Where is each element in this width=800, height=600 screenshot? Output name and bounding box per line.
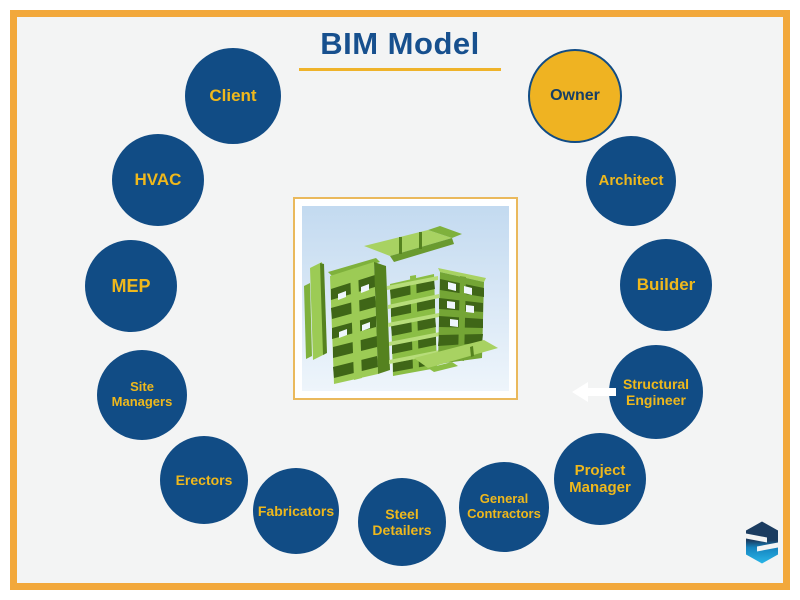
role-label-mep: MEP: [111, 275, 151, 296]
role-circle-structural-engineer: Structural Engineer: [609, 345, 703, 439]
page-title: BIM Model: [320, 26, 480, 61]
role-label-general-contractors: General Contractors: [467, 491, 541, 521]
building-model-icon: [302, 206, 509, 391]
role-label-site-managers: Site Managers: [111, 379, 173, 409]
s-hexagon-logo-icon: [746, 521, 778, 564]
left-arrow-icon: [572, 382, 616, 402]
role-circle-erectors: Erectors: [160, 436, 248, 524]
role-label-architect: Architect: [598, 172, 664, 190]
role-circle-owner: Owner: [528, 49, 622, 143]
role-circle-client: Client: [185, 48, 281, 144]
role-circle-mep: MEP: [85, 240, 177, 332]
title-underline: [299, 68, 501, 71]
role-label-fabricators: Fabricators: [257, 502, 335, 519]
role-label-owner: Owner: [550, 86, 600, 104]
role-circle-general-contractors: General Contractors: [459, 462, 549, 552]
role-label-project-manager: Project Manager: [569, 461, 631, 496]
role-label-hvac: HVAC: [134, 170, 182, 190]
role-circle-site-managers: Site Managers: [97, 350, 187, 440]
role-circle-fabricators: Fabricators: [253, 468, 339, 554]
role-circle-hvac: HVAC: [112, 134, 204, 226]
title-block: BIM Model: [0, 26, 800, 71]
role-circle-project-manager: Project Manager: [554, 433, 646, 525]
role-label-erectors: Erectors: [175, 471, 233, 488]
role-label-client: Client: [209, 86, 257, 106]
role-circle-steel-detailers: Steel Detailers: [358, 478, 446, 566]
role-circle-builder: Builder: [620, 239, 712, 331]
bim-building-model-image: [293, 197, 518, 400]
role-label-builder: Builder: [636, 275, 696, 295]
role-circle-architect: Architect: [586, 136, 676, 226]
role-label-steel-detailers: Steel Detailers: [372, 505, 432, 538]
role-label-structural-engineer: Structural Engineer: [622, 375, 690, 408]
